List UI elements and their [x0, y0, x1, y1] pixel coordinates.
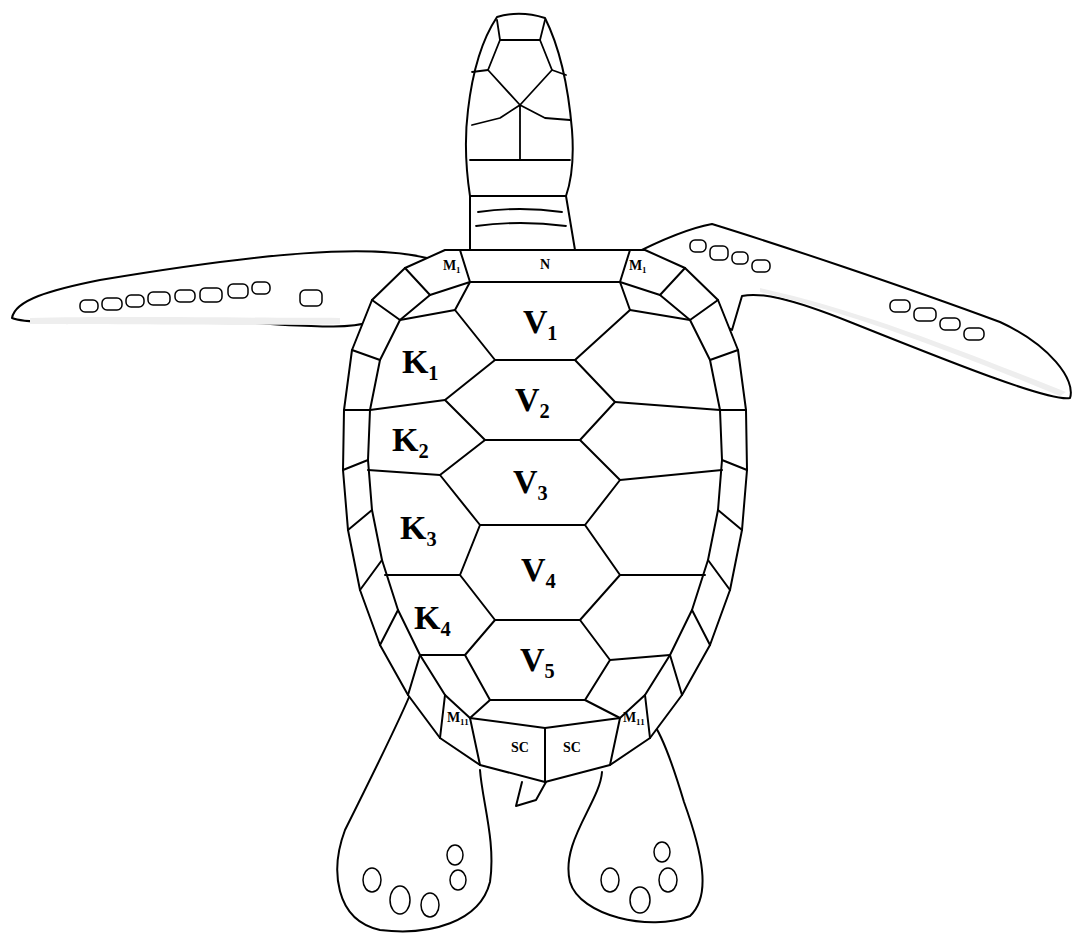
scute-label: K₃ [400, 511, 437, 545]
marginal-label: M₁ [629, 259, 646, 273]
hind-scales [363, 842, 677, 917]
costal-scutes [368, 310, 722, 718]
scute-label: V₁ [523, 305, 558, 339]
carapace-inner [368, 282, 722, 728]
scute-label: V₅ [520, 643, 555, 677]
flipper-shadow [760, 288, 1066, 396]
flipper-shadow [30, 317, 340, 325]
scute-label: K₁ [402, 345, 439, 379]
marginal-label: N [540, 258, 550, 272]
marginal-label: M₁₁ [623, 711, 645, 725]
marginal-label: SC [511, 741, 529, 755]
vertebral-scutes [440, 282, 630, 700]
head-scales [470, 20, 570, 226]
scute-label: V₂ [515, 383, 550, 417]
marginal-label: M₁ [443, 259, 460, 273]
scute-label: K₂ [392, 423, 429, 457]
tail [516, 782, 546, 806]
marginal-label: M₁₁ [447, 711, 469, 725]
scute-label: V₃ [513, 465, 548, 499]
marginal-label: SC [563, 741, 581, 755]
scute-label: K₄ [414, 601, 451, 635]
marginal-scutes [343, 250, 747, 782]
scute-label: V₄ [521, 553, 556, 587]
head [466, 14, 575, 250]
carapace-outer [343, 250, 747, 782]
supracaudal-split [544, 728, 546, 782]
